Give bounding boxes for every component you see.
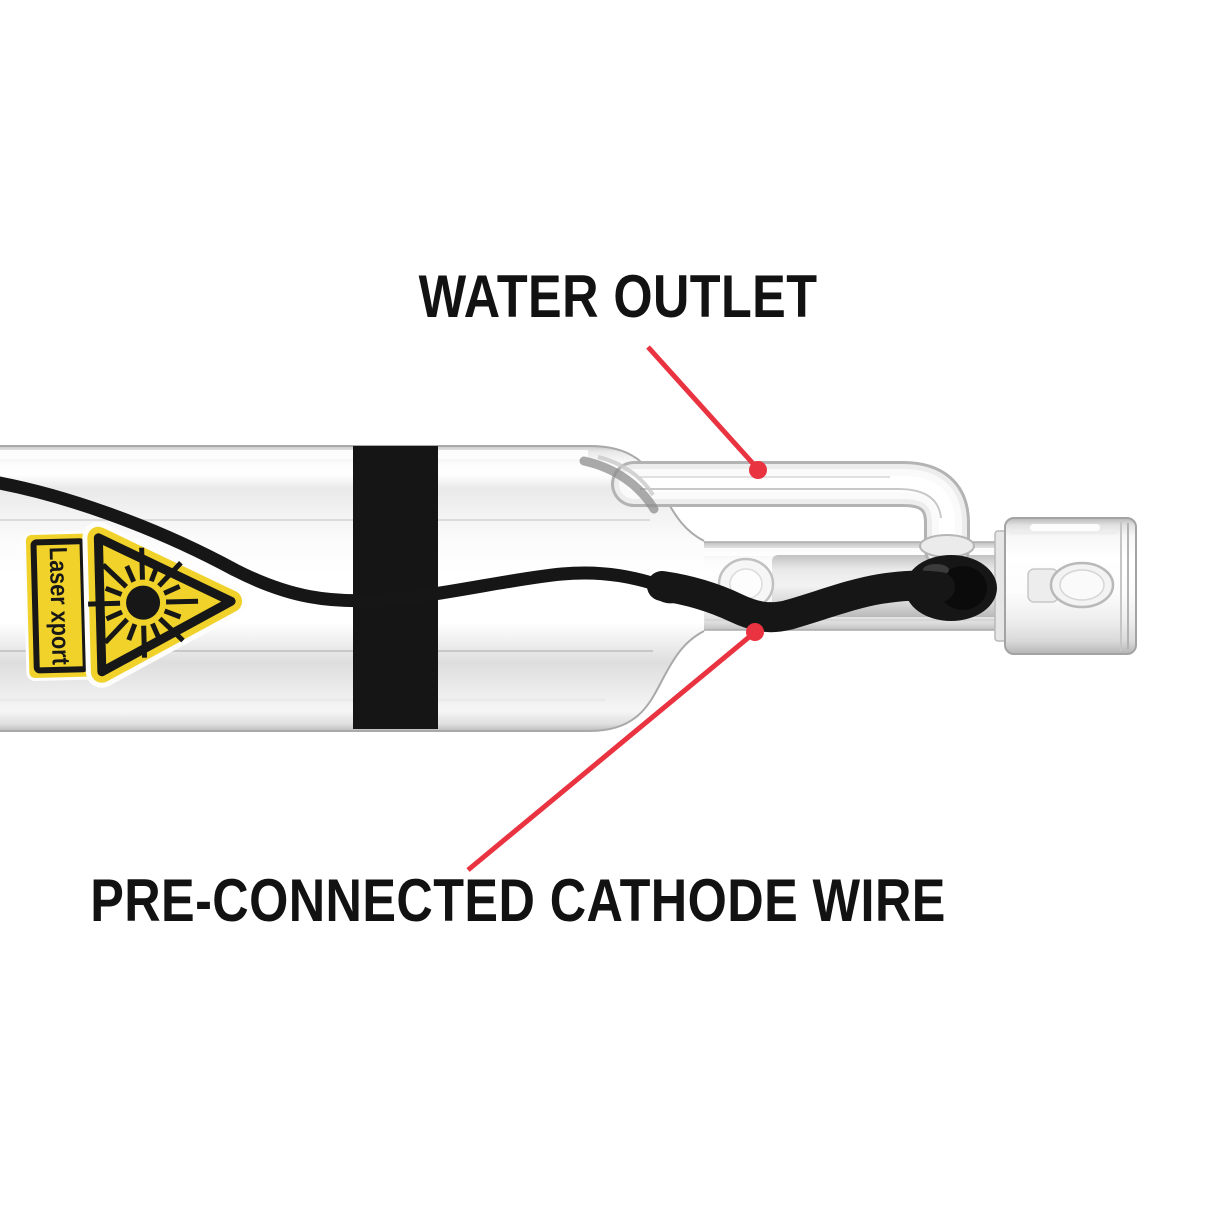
- pipe-horn-shadow: [579, 456, 659, 514]
- end-cap: [994, 517, 1137, 655]
- leader-dot-cathode: [746, 623, 764, 641]
- tube-body: [0, 445, 705, 732]
- laser-hazard-icon: [88, 547, 199, 658]
- warning-sticker: Laser xport: [22, 521, 248, 688]
- water-outlet-label: WATER OUTLET: [418, 263, 818, 330]
- sticker-text-plate: Laser xport: [22, 530, 97, 682]
- laser-tube: [0, 445, 1137, 732]
- cathode-wire: [0, 476, 997, 633]
- cathode-wire-label: PRE-CONNECTED CATHODE WIRE: [90, 867, 946, 934]
- neck-highlight: [700, 548, 1000, 556]
- callout-leaders: [466, 345, 767, 872]
- leader-dot-water-outlet: [749, 461, 767, 479]
- sticker-text: Laser xport: [44, 547, 75, 666]
- pipe-junction: [919, 534, 975, 558]
- cathode-wire-thin: [0, 476, 671, 608]
- water-outlet-pipe: [579, 455, 975, 572]
- leader-line-cathode: [466, 631, 756, 872]
- heat-shrink-band: [353, 446, 438, 729]
- leader-line-water-outlet: [646, 345, 759, 470]
- laser-hazard-triangle: [82, 521, 248, 688]
- end-cap-electrode-oval: [1027, 561, 1115, 609]
- cathode-wire-sleeve: [647, 570, 955, 633]
